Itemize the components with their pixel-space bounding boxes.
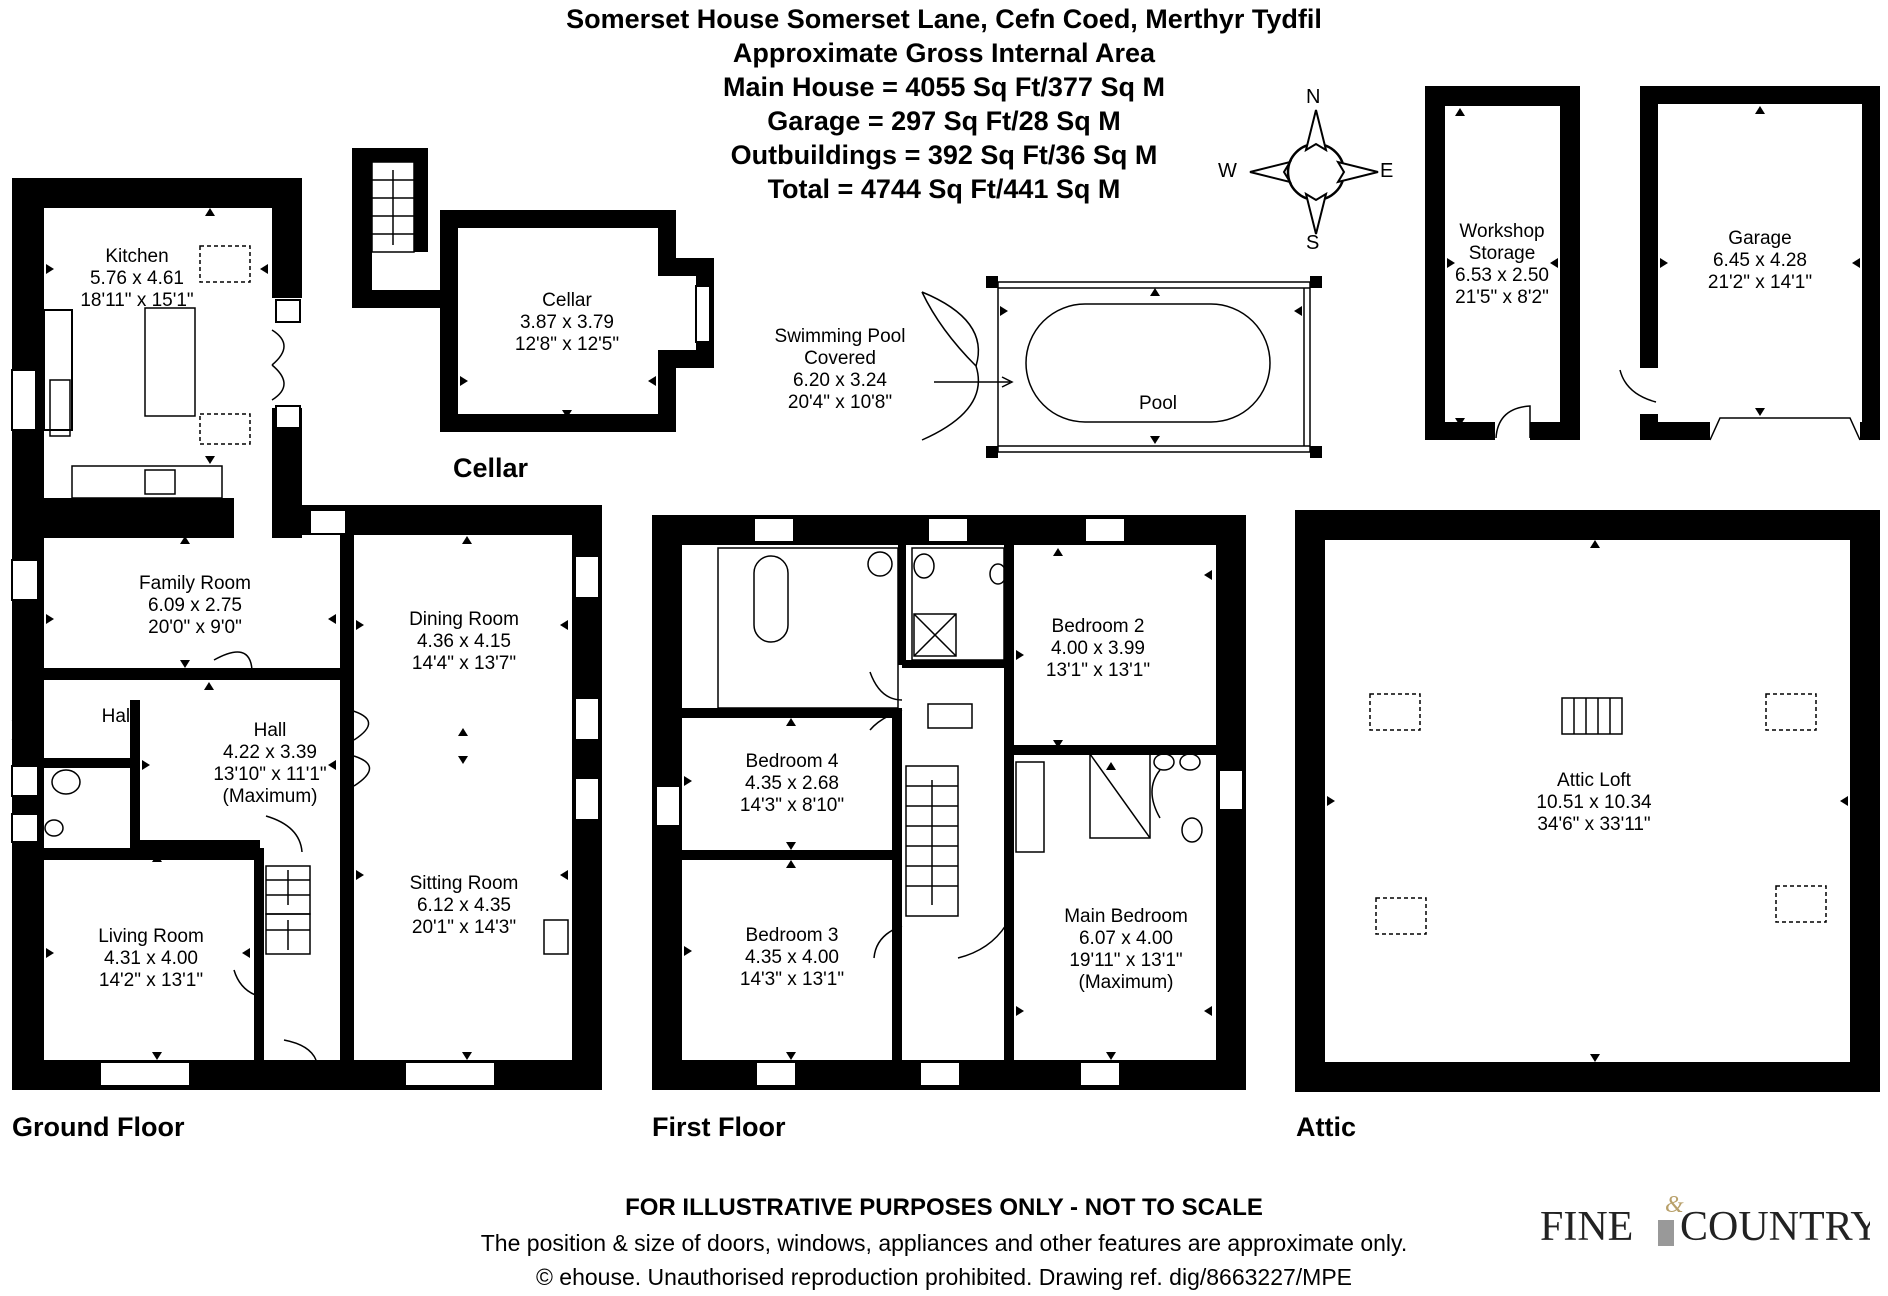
windows xyxy=(11,285,1244,1087)
compass-east: E xyxy=(1380,160,1394,182)
compass-north: N xyxy=(1306,86,1321,108)
room-hall-small: Hall xyxy=(101,706,135,727)
features-note: The position & size of doors, windows, a… xyxy=(480,1230,1408,1256)
disclaimer: FOR ILLUSTRATIVE PURPOSES ONLY - NOT TO … xyxy=(625,1194,1263,1221)
dimension-arrows xyxy=(46,106,1860,1062)
section-first-floor: First Floor xyxy=(652,1112,786,1142)
fine-and-country-logo: FINE & COUNTRY xyxy=(1540,1190,1881,1260)
section-cellar: Cellar xyxy=(453,453,529,483)
outbuildings-area: Outbuildings = 392 Sq Ft/36 Sq M xyxy=(730,140,1158,170)
garage-area: Garage = 297 Sq Ft/28 Sq M xyxy=(767,106,1121,136)
address-title: Somerset House Somerset Lane, Cefn Coed,… xyxy=(566,4,1322,34)
attic-walls xyxy=(1295,510,1880,1092)
garage-walls xyxy=(1640,86,1880,440)
logo-word-fine: FINE xyxy=(1540,1204,1633,1250)
total-area: Total = 4744 Sq Ft/441 Sq M xyxy=(767,174,1121,204)
compass-rose xyxy=(1249,109,1379,235)
pool-label: Pool xyxy=(1138,393,1178,414)
compass-south: S xyxy=(1306,232,1320,254)
area-subtitle: Approximate Gross Internal Area xyxy=(732,38,1156,68)
workshop-walls xyxy=(1425,86,1580,440)
main-house-area: Main House = 4055 Sq Ft/377 Sq M xyxy=(723,72,1165,102)
logo-pillar-icon xyxy=(1658,1220,1674,1246)
logo-word-country: COUNTRY xyxy=(1680,1204,1870,1250)
copyright-note: © ehouse. Unauthorised reproduction proh… xyxy=(535,1264,1353,1290)
logo-ampersand: & xyxy=(1665,1192,1684,1218)
fixtures xyxy=(11,142,1861,1061)
section-attic: Attic xyxy=(1296,1112,1356,1142)
section-ground-floor: Ground Floor xyxy=(12,1112,185,1142)
compass-west: W xyxy=(1218,160,1237,182)
